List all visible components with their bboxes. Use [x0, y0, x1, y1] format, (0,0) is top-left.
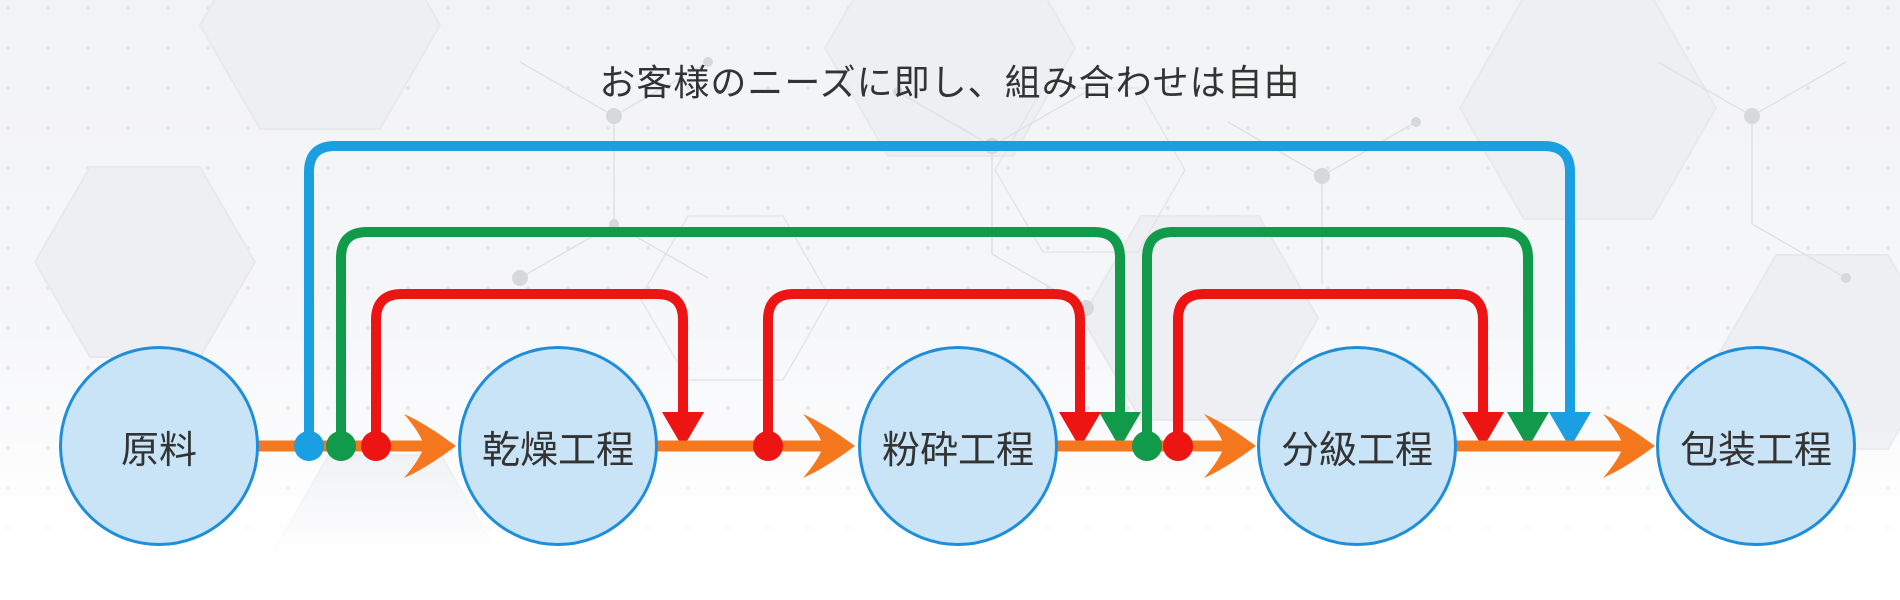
junction-dot-green	[326, 431, 356, 461]
step-grinding: 粉砕工程	[858, 346, 1058, 546]
junction-dots	[294, 431, 1193, 461]
step-label: 粉砕工程	[881, 429, 1034, 472]
bypass-red-skip-classification	[1173, 289, 1504, 448]
step-label: 包装工程	[1679, 429, 1832, 472]
junction-dot-red	[1163, 431, 1193, 461]
junction-dot-green	[1132, 431, 1162, 461]
diagram-title: お客様のニーズに即し、組み合わせは自由	[599, 62, 1301, 103]
bypass-red-skip-drying	[371, 289, 704, 448]
flow-arrowhead	[1603, 414, 1655, 478]
step-packaging: 包装工程	[1656, 346, 1856, 546]
bypass-green-grinding-to-packaging	[1142, 227, 1549, 448]
junction-dot-red	[753, 431, 783, 461]
main-flow-line	[257, 414, 1655, 478]
bypass-blue-raw-to-packaging	[304, 141, 1591, 448]
step-label: 分級工程	[1280, 429, 1433, 472]
bypass-green-raw-to-classification	[336, 227, 1141, 448]
step-label: 乾燥工程	[481, 429, 634, 472]
junction-dot-blue	[294, 431, 324, 461]
flow-arrowhead	[803, 414, 855, 478]
junction-dot-red	[361, 431, 391, 461]
step-drying: 乾燥工程	[458, 346, 658, 546]
step-classification: 分級工程	[1257, 346, 1457, 546]
flow-arrowhead	[1204, 414, 1256, 478]
flow-arrowhead	[404, 414, 456, 478]
step-raw-material: 原料	[59, 346, 259, 546]
bypass-red-skip-grinding	[763, 289, 1101, 448]
step-label: 原料	[120, 429, 197, 472]
